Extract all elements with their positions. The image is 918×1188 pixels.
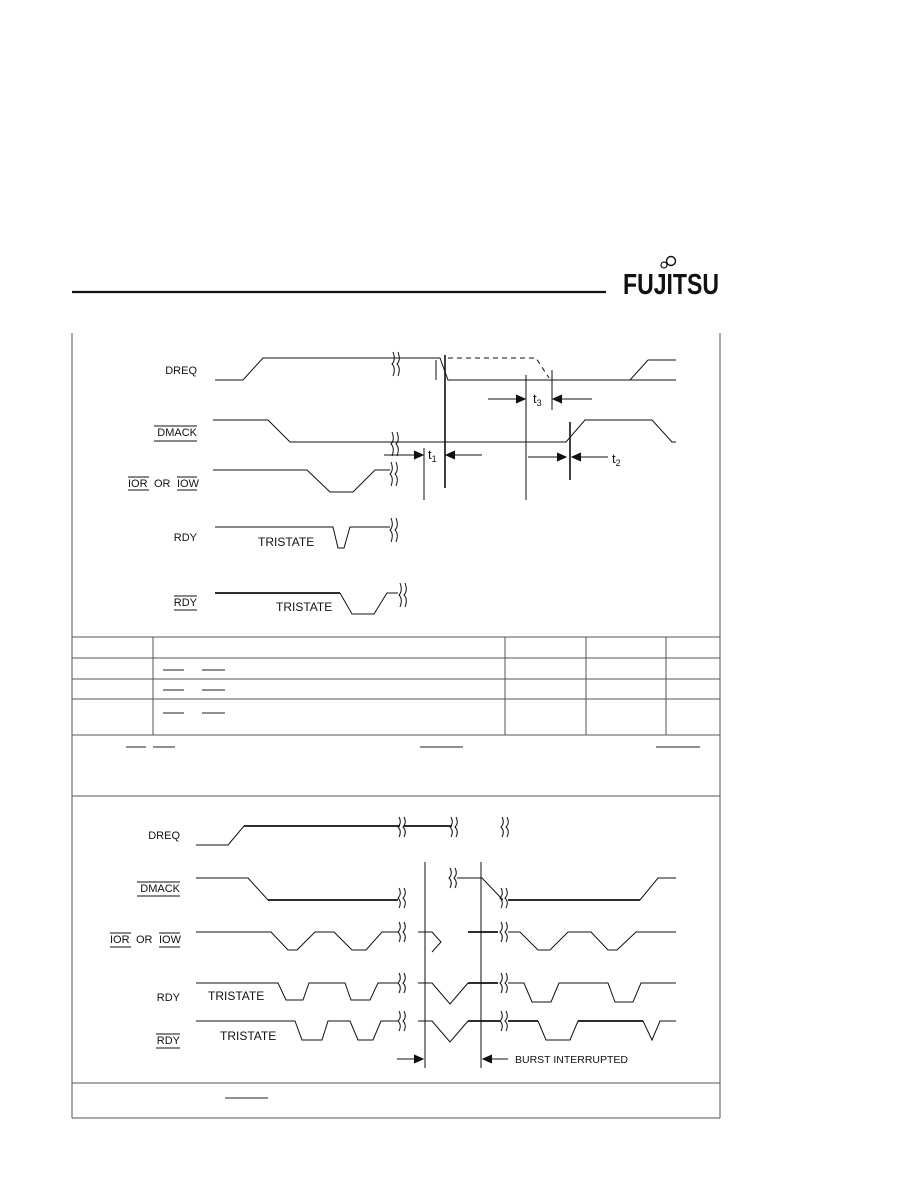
fujitsu-logo: FUJITSU (623, 255, 719, 301)
timing-table (72, 636, 720, 1099)
bottom-label-iow: IOW (159, 934, 182, 946)
bottom-label-or: OR (136, 934, 153, 946)
bottom-tristate-1: TRISTATE (208, 989, 264, 1003)
bottom-label-overlines (110, 881, 180, 1049)
t3-label: t3 (533, 391, 542, 408)
bottom-timing-diagram (196, 816, 676, 1068)
top-label-rdy1: RDY (174, 532, 198, 544)
bottom-label-rdy1: RDY (157, 992, 181, 1004)
top-label-iow: IOW (177, 478, 200, 490)
figure-frame (71, 333, 721, 1119)
bottom-label-dmack: DMACK (140, 883, 180, 895)
bottom-tristate-2: TRISTATE (220, 1029, 276, 1043)
burst-interrupted-label: BURST INTERRUPTED (515, 1054, 628, 1066)
logo-ring-icon-small (660, 261, 668, 269)
bottom-rdy2-waveform (196, 1020, 398, 1041)
bottom-labels: DREQ DMACK IOR OR IOW RDY RDY TRISTATE T… (110, 830, 628, 1066)
top-dreq-waveform (215, 357, 676, 381)
logo-ring-icon (665, 255, 677, 267)
top-ior-waveform (213, 469, 390, 493)
top-timing-diagram (213, 351, 676, 615)
t1-label: t1 (428, 447, 437, 464)
top-label-rdy2: RDY (174, 597, 198, 609)
bottom-label-ior: IOR (110, 934, 130, 946)
bottom-label-dreq: DREQ (148, 830, 180, 842)
bottom-break-marks (397, 816, 509, 1032)
top-label-dmack: DMACK (157, 427, 197, 439)
bottom-rdy1-waveform (196, 982, 398, 1001)
top-labels: DREQ DMACK IOR OR IOW RDY RDY TRISTATE T… (128, 365, 332, 614)
t2-label: t2 (612, 451, 621, 468)
bottom-label-rdy2: RDY (157, 1035, 181, 1047)
logo-text: FUJITSU (623, 269, 719, 301)
top-label-ior: IOR (128, 478, 148, 490)
top-dreq-dashed (448, 357, 550, 379)
top-timing-labels: t1 t2 t3 (428, 391, 621, 468)
top-break-marks (389, 351, 407, 608)
top-label-dreq: DREQ (165, 365, 197, 377)
top-tristate-2: TRISTATE (276, 600, 332, 614)
top-label-overlines (128, 425, 197, 611)
top-dmack-waveform (213, 419, 676, 443)
top-label-or: OR (154, 478, 171, 490)
bottom-dmack-waveform (196, 877, 398, 901)
bottom-ior-waveform (196, 931, 398, 951)
top-tristate-1: TRISTATE (258, 535, 314, 549)
bottom-dreq-waveform (196, 825, 400, 846)
top-rdy1-waveform (215, 526, 390, 549)
